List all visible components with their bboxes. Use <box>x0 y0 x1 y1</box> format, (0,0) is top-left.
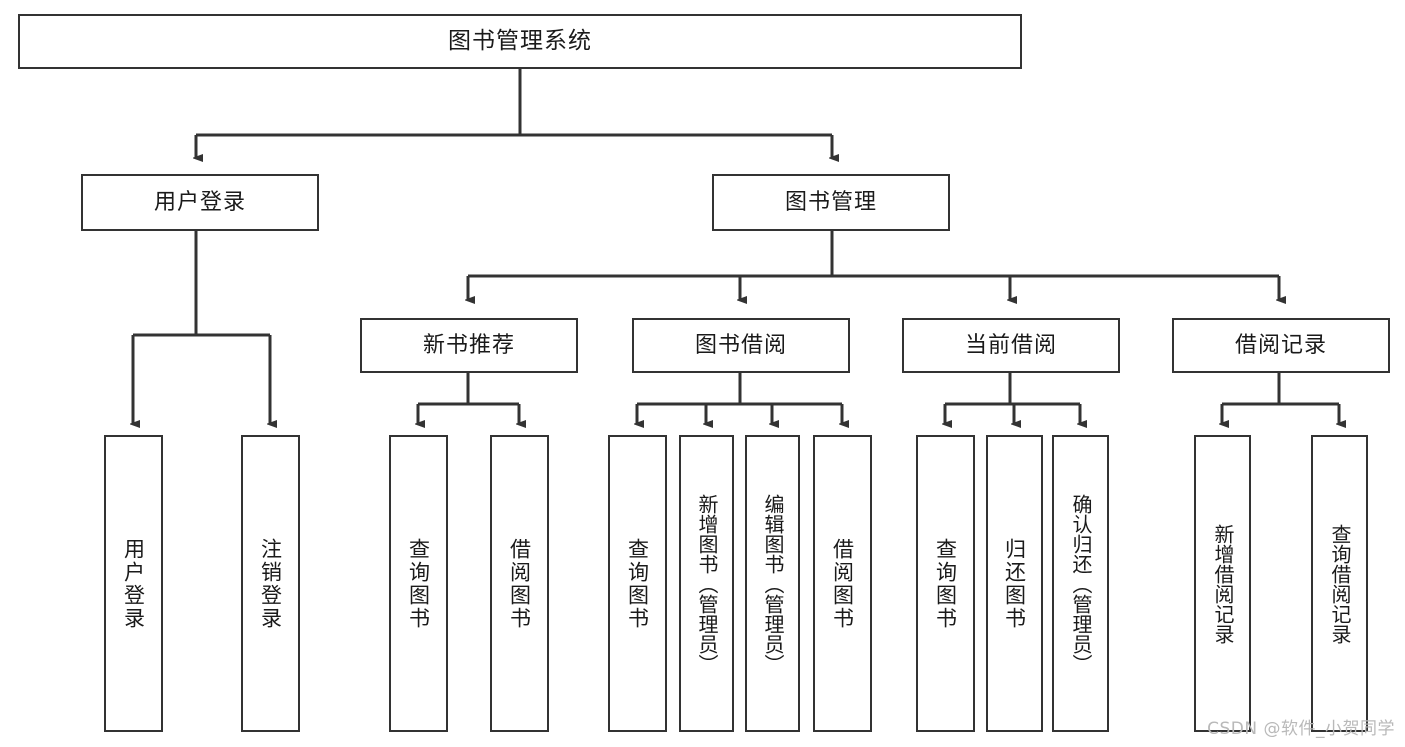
watermark: CSDN @软件_小贺同学 <box>1207 719 1395 739</box>
node-leaf-user-login-label: 用户登录 <box>121 537 146 630</box>
node-leaf-query-book-3[interactable]: 查询图书 <box>916 435 975 732</box>
node-new-book-rec-label: 新书推荐 <box>422 332 515 358</box>
node-book-borrow-label: 图书借阅 <box>694 332 787 358</box>
node-leaf-query-book-1[interactable]: 查询图书 <box>389 435 448 732</box>
node-user-login[interactable]: 用户登录 <box>81 174 319 231</box>
node-borrow-record-label: 借阅记录 <box>1234 332 1327 358</box>
node-leaf-borrow-book-1-label: 借阅图书 <box>507 537 532 630</box>
node-book-manage[interactable]: 图书管理 <box>712 174 950 231</box>
node-current-borrow[interactable]: 当前借阅 <box>902 318 1120 373</box>
node-leaf-confirm-return-label: 确认归还（管理员） <box>1069 493 1093 674</box>
node-leaf-query-book-1-label: 查询图书 <box>406 537 431 630</box>
node-leaf-query-book-3-label: 查询图书 <box>933 537 958 630</box>
node-current-borrow-label: 当前借阅 <box>964 332 1057 358</box>
node-leaf-user-logout[interactable]: 注销登录 <box>241 435 300 732</box>
node-leaf-add-book[interactable]: 新增图书（管理员） <box>679 435 734 732</box>
node-borrow-record[interactable]: 借阅记录 <box>1172 318 1390 373</box>
node-leaf-borrow-book-2-label: 借阅图书 <box>830 537 855 630</box>
node-book-borrow[interactable]: 图书借阅 <box>632 318 850 373</box>
node-leaf-borrow-book-2[interactable]: 借阅图书 <box>813 435 872 732</box>
node-leaf-add-record-label: 新增借阅记录 <box>1211 523 1235 644</box>
node-leaf-user-logout-label: 注销登录 <box>258 537 283 630</box>
node-leaf-user-login[interactable]: 用户登录 <box>104 435 163 732</box>
node-leaf-edit-book-label: 编辑图书（管理员） <box>761 493 785 674</box>
node-leaf-confirm-return[interactable]: 确认归还（管理员） <box>1052 435 1109 732</box>
node-new-book-rec[interactable]: 新书推荐 <box>360 318 578 373</box>
node-book-manage-label: 图书管理 <box>784 189 877 215</box>
node-leaf-edit-book[interactable]: 编辑图书（管理员） <box>745 435 800 732</box>
node-leaf-query-record-label: 查询借阅记录 <box>1328 523 1352 644</box>
node-leaf-query-book-2[interactable]: 查询图书 <box>608 435 667 732</box>
node-leaf-borrow-book-1[interactable]: 借阅图书 <box>490 435 549 732</box>
node-root-label: 图书管理系统 <box>448 27 592 54</box>
node-leaf-return-book-label: 归还图书 <box>1002 537 1027 630</box>
node-leaf-add-record[interactable]: 新增借阅记录 <box>1194 435 1251 732</box>
node-root[interactable]: 图书管理系统 <box>18 14 1022 69</box>
node-leaf-add-book-label: 新增图书（管理员） <box>695 493 719 674</box>
node-user-login-label: 用户登录 <box>153 189 246 215</box>
node-leaf-query-record[interactable]: 查询借阅记录 <box>1311 435 1368 732</box>
node-leaf-query-book-2-label: 查询图书 <box>625 537 650 630</box>
node-leaf-return-book[interactable]: 归还图书 <box>986 435 1043 732</box>
